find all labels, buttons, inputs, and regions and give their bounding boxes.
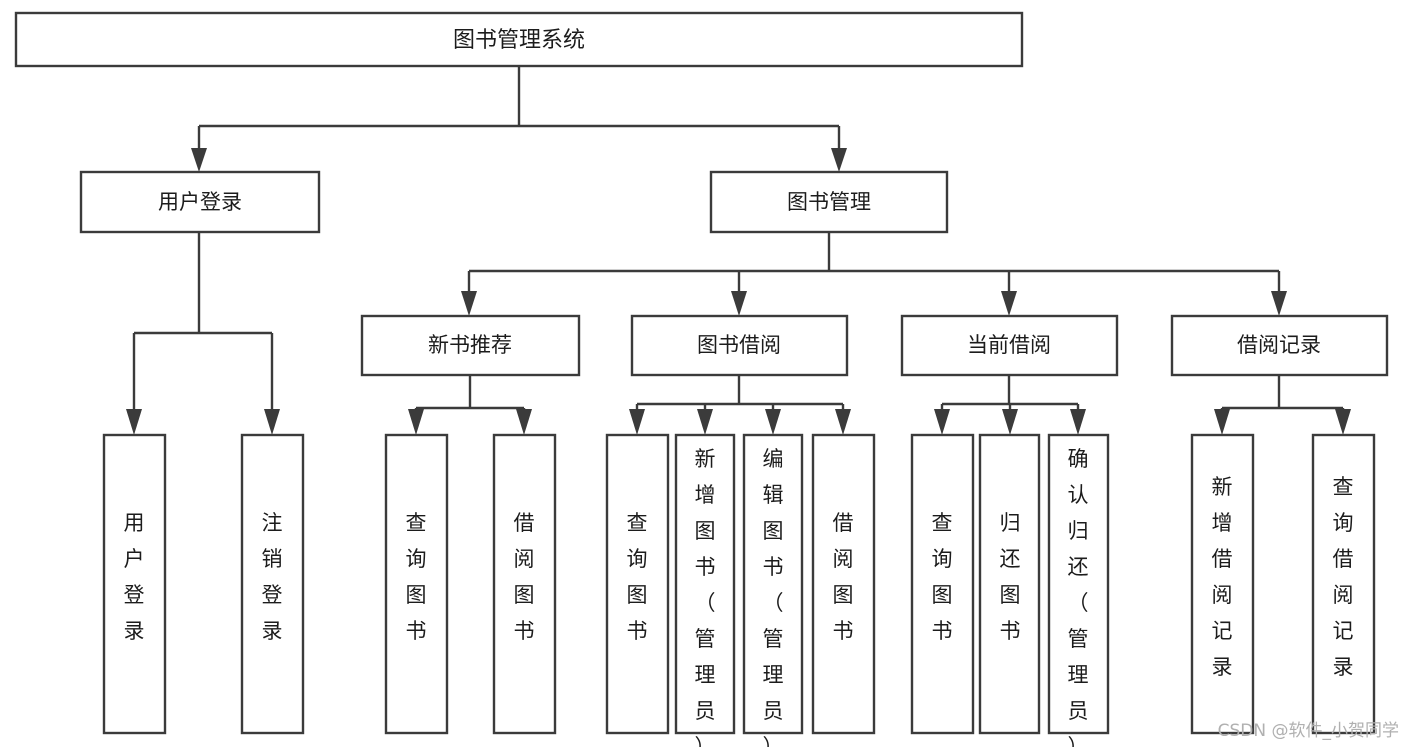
- node-book-borrow[interactable]: 图书借阅: [630, 314, 849, 377]
- leaf-vertical-label: 查询图书: [627, 511, 648, 643]
- user-login-label: 用户登录: [158, 190, 242, 214]
- arrow-to-borrow-record: [1271, 291, 1287, 316]
- leaf-book-borrow-borrow[interactable]: 借阅图书: [811, 433, 876, 735]
- leaf-vertical-label: 注销登录: [262, 511, 283, 643]
- arrow-to-book-borrow: [731, 291, 747, 316]
- book-management-box[interactable]: [709, 170, 949, 234]
- node-root[interactable]: 图书管理系统: [14, 11, 1024, 68]
- leaf-box[interactable]: [1311, 433, 1376, 735]
- leaf-current-borrow-query[interactable]: 查询图书: [910, 433, 975, 735]
- leaf-book-borrow-edit[interactable]: 编辑图书（管理员）: [742, 433, 804, 747]
- arrow-userlogin-leaf-2: [264, 409, 280, 435]
- leaf-layer: 用户登录 注销登录 查询图书 借阅图书 查询图书 新增图书: [102, 433, 1376, 747]
- leaf-box[interactable]: [910, 433, 975, 735]
- leaf-box[interactable]: [384, 433, 449, 735]
- arrow-currentborrow-leaf-2: [1002, 409, 1018, 435]
- book-borrow-box[interactable]: [630, 314, 849, 377]
- leaf-book-borrow-add[interactable]: 新增图书（管理员）: [674, 433, 736, 747]
- leaf-vertical-label: 确认归还（管理员）: [1068, 447, 1089, 747]
- leaf-box[interactable]: [102, 433, 167, 735]
- node-new-book-recommend[interactable]: 新书推荐: [360, 314, 581, 377]
- leaf-new-book-borrow[interactable]: 借阅图书: [492, 433, 557, 735]
- leaf-vertical-label: 归还图书: [1000, 511, 1021, 643]
- leaf-current-borrow-confirm[interactable]: 确认归还（管理员）: [1047, 433, 1110, 747]
- leaf-vertical-label: 查询图书: [932, 511, 953, 643]
- arrow-bookborrow-leaf-1: [629, 409, 645, 435]
- new-book-recommend-label: 新书推荐: [428, 333, 512, 357]
- node-user-login[interactable]: 用户登录: [79, 170, 321, 234]
- arrow-to-book-mgmt: [831, 148, 847, 172]
- arrow-userlogin-leaf-1: [126, 409, 142, 435]
- leaf-borrow-record-add[interactable]: 新增借阅记录: [1190, 433, 1255, 735]
- arrow-bookborrow-leaf-3: [765, 409, 781, 435]
- leaf-vertical-label: 用户登录: [124, 511, 145, 643]
- leaf-vertical-label: 借阅图书: [833, 511, 854, 643]
- leaf-vertical-label: 新增借阅记录: [1212, 475, 1233, 679]
- root-box[interactable]: [14, 11, 1024, 68]
- node-book-management[interactable]: 图书管理: [709, 170, 949, 234]
- leaf-vertical-label: 借阅图书: [514, 511, 535, 643]
- arrow-to-current-borrow: [1001, 291, 1017, 316]
- arrow-borrowrecord-leaf-2: [1335, 409, 1351, 435]
- borrow-record-label: 借阅记录: [1237, 333, 1321, 357]
- borrow-record-box[interactable]: [1170, 314, 1389, 377]
- root-label: 图书管理系统: [453, 28, 585, 53]
- node-borrow-record[interactable]: 借阅记录: [1170, 314, 1389, 377]
- leaf-box[interactable]: [674, 433, 736, 735]
- arrow-to-new-book-recommend: [461, 291, 477, 316]
- arrow-newbook-leaf-2: [516, 409, 532, 435]
- leaf-vertical-label: 查询图书: [406, 511, 427, 643]
- arrow-currentborrow-leaf-3: [1070, 409, 1086, 435]
- leaf-box[interactable]: [811, 433, 876, 735]
- csdn-watermark: CSDN @软件_小贺同学: [1218, 721, 1399, 741]
- leaf-box[interactable]: [742, 433, 804, 735]
- leaf-user-login-login[interactable]: 用户登录: [102, 433, 167, 735]
- leaf-box[interactable]: [978, 433, 1041, 735]
- leaf-vertical-label: 查询借阅记录: [1333, 475, 1354, 679]
- arrow-currentborrow-leaf-1: [934, 409, 950, 435]
- leaf-new-book-query[interactable]: 查询图书: [384, 433, 449, 735]
- leaf-book-borrow-query[interactable]: 查询图书: [605, 433, 670, 735]
- user-login-box[interactable]: [79, 170, 321, 234]
- leaf-box[interactable]: [1047, 433, 1110, 735]
- arrow-bookborrow-leaf-2: [697, 409, 713, 435]
- book-management-label: 图书管理: [787, 190, 871, 214]
- book-borrow-label: 图书借阅: [697, 333, 781, 357]
- arrow-borrowrecord-leaf-1: [1214, 409, 1230, 435]
- current-borrow-label: 当前借阅: [967, 333, 1051, 357]
- leaf-borrow-record-query[interactable]: 查询借阅记录: [1311, 433, 1376, 735]
- arrow-to-user-login: [191, 148, 207, 172]
- leaf-vertical-label: 新增图书（管理员）: [695, 447, 716, 747]
- arrow-newbook-leaf-1: [408, 409, 424, 435]
- leaf-box[interactable]: [605, 433, 670, 735]
- connector-layer: [126, 66, 1351, 435]
- leaf-vertical-label: 编辑图书（管理员）: [763, 447, 784, 747]
- leaf-user-login-logout[interactable]: 注销登录: [240, 433, 305, 735]
- leaf-box[interactable]: [1190, 433, 1255, 735]
- arrow-bookborrow-leaf-4: [835, 409, 851, 435]
- leaf-box[interactable]: [240, 433, 305, 735]
- current-borrow-box[interactable]: [900, 314, 1119, 377]
- leaf-current-borrow-return[interactable]: 归还图书: [978, 433, 1041, 735]
- leaf-box[interactable]: [492, 433, 557, 735]
- node-current-borrow[interactable]: 当前借阅: [900, 314, 1119, 377]
- new-book-recommend-box[interactable]: [360, 314, 581, 377]
